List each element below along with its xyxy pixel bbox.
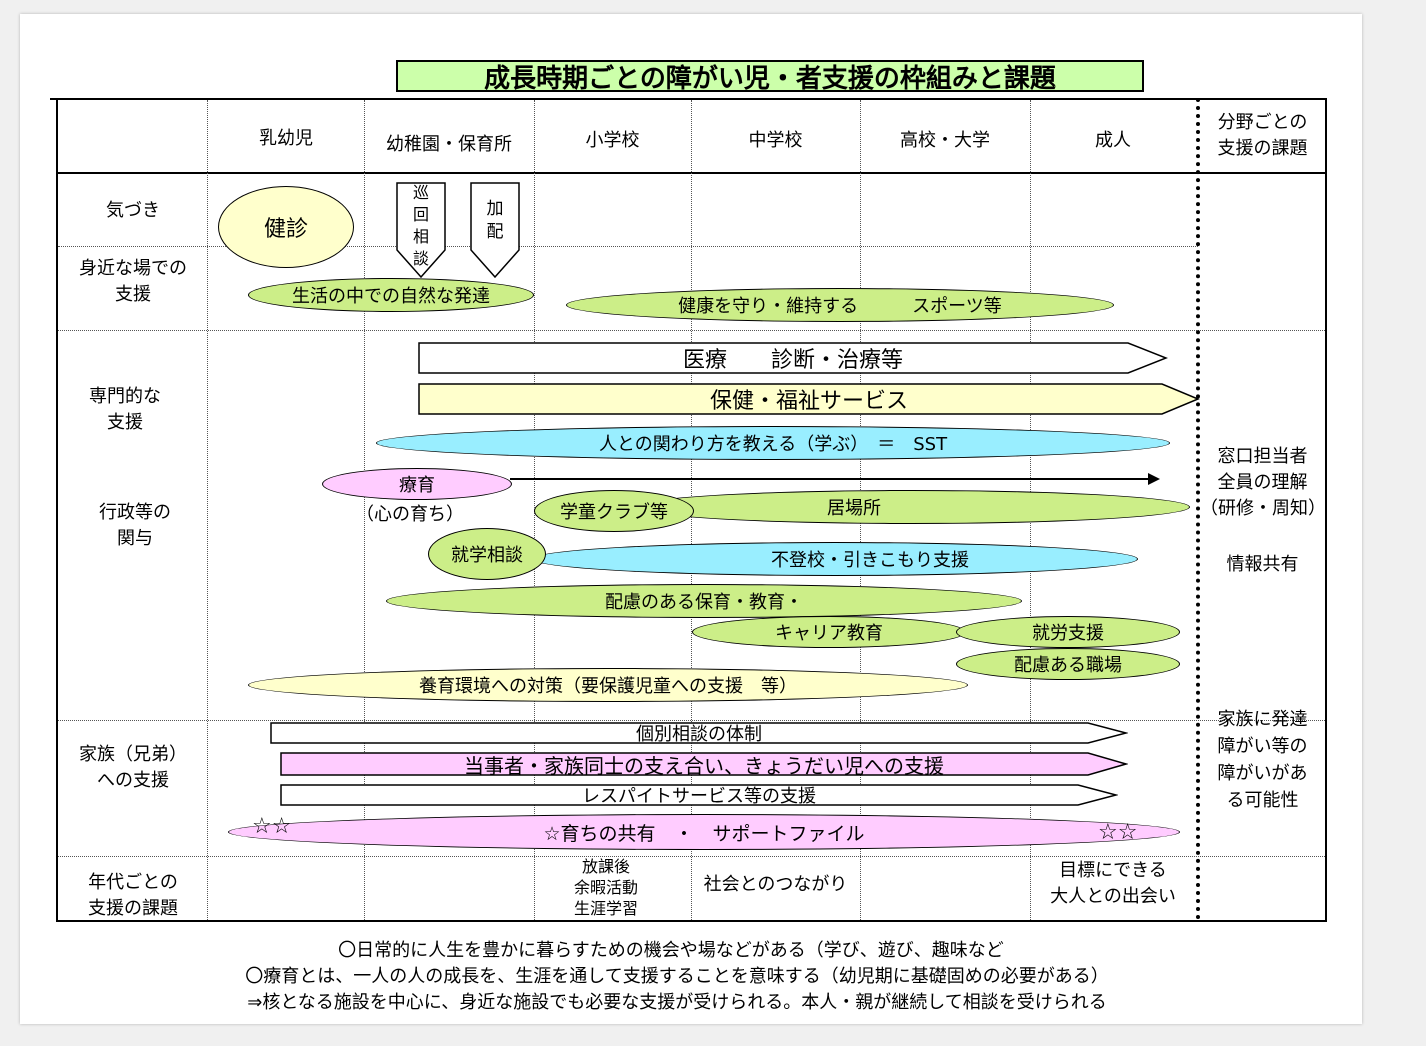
individual-consultation-arrow: 個別相談の体制: [270, 722, 1128, 745]
stage-header-kindergarten: 幼稚園・保育所: [386, 134, 512, 155]
note-line-3: ⇒核となる施設を中心に、身近な施設でも必要な支援が受けられる。本人・親が継続して…: [247, 992, 1107, 1013]
welfare-arrow: 保健・福祉サービス: [418, 383, 1200, 415]
welfare-label: 保健・福祉サービス: [709, 389, 908, 414]
top-border: [50, 98, 1327, 100]
side-header: 分野ごとの支援の課題: [1217, 112, 1308, 159]
note-line-2: 〇療育とは、一人の人の成長を、生涯を通して支援することを意味する（幼児期に基礎固…: [245, 966, 1109, 987]
row-label-awareness: 気づき: [106, 200, 160, 221]
stage-header-infant: 乳幼児: [259, 128, 313, 149]
career-education-ellipse: キャリア教育: [692, 616, 966, 648]
thick-dotted-divider: [1196, 98, 1200, 920]
staff-understanding-note: 窓口担当者全員の理解（研修・周知）: [1200, 446, 1326, 519]
support-file-ellipse: ☆育ちの共有 ・ サポートファイル: [228, 814, 1180, 850]
task-elementary: 放課後余暇活動生涯学習: [573, 857, 638, 918]
ryoiku-subtext: （心の育ち）: [356, 504, 464, 525]
natural-growth-ellipse: 生活の中での自然な発達: [248, 278, 534, 312]
mutual-support-arrow: 当事者・家族同士の支え合い、きょうだい児への支援: [280, 752, 1128, 778]
considerate-workplace-ellipse: 配慮ある職場: [956, 648, 1180, 680]
right-border: [1325, 98, 1327, 920]
stars-left: ☆☆: [252, 814, 292, 839]
stars-right: ☆☆: [1098, 820, 1138, 845]
mutual-support-label: 当事者・家族同士の支え合い、きょうだい児への支援: [464, 753, 944, 778]
stage-header-junior-high: 中学校: [748, 130, 803, 151]
column-divider: [207, 100, 208, 920]
ibasho-ellipse: 居場所: [634, 490, 1190, 524]
ryoiku-ellipse: 療育: [322, 468, 512, 500]
note-line-1: 〇日常的に人生を豊かに暮らすための機会や場などがある（学び、遊び、趣味など: [338, 940, 1004, 961]
diagram-title: 成長時期ごとの障がい児・者支援の枠組みと課題: [396, 60, 1144, 94]
additional-staff-arrow: 加配: [470, 182, 520, 278]
left-border: [56, 98, 58, 920]
sst-ellipse: 人との関わり方を教える（学ぶ） ＝ SST: [376, 426, 1170, 460]
medical-label: 医療 診断・治療等: [682, 348, 903, 373]
bottom-border: [56, 920, 1327, 922]
stage-header-elementary: 小学校: [585, 130, 640, 151]
ryoiku-arrow-line: [510, 478, 1150, 480]
task-junior-high: 社会とのつながり: [703, 874, 848, 895]
itinerant-consultation-arrow: 巡回相談: [396, 182, 446, 278]
after-school-club-ellipse: 学童クラブ等: [534, 490, 694, 532]
employment-support-ellipse: 就労支援: [956, 616, 1180, 648]
row-label-specialized-support: 専門的な支援: [89, 386, 161, 433]
row-label-family-support: 家族（兄弟）への支援: [79, 744, 187, 791]
medical-arrow: 医療 診断・治療等: [418, 342, 1168, 374]
child-rearing-ellipse: 養育環境への対策（要保護児童への支援 等）: [248, 668, 968, 702]
row-label-administrative: 行政等の関与: [99, 502, 171, 549]
health-sports-ellipse: 健康を守り・維持する スポーツ等: [566, 288, 1114, 322]
futoko-ellipse: 不登校・引きこもり支援: [532, 542, 1138, 576]
task-adult: 目標にできる大人との出会い: [1050, 860, 1176, 907]
row-divider: [58, 246, 1198, 247]
column-divider: [364, 100, 365, 920]
family-possibility-note: 家族に発達障がい等の障がいがある可能性: [1217, 709, 1308, 811]
respite-service-arrow: レスパイトサービス等の支援: [280, 784, 1118, 807]
row-label-age-tasks: 年代ごとの支援の課題: [88, 872, 178, 919]
school-consultation-ellipse: 就学相談: [428, 528, 546, 580]
ryoiku-arrow-head: [1148, 473, 1160, 485]
row-label-nearby-support: 身近な場での支援: [79, 258, 187, 305]
respite-service-label: レスパイトサービス等の支援: [582, 786, 816, 807]
health-checkup-ellipse: 健診: [218, 186, 354, 268]
individual-consultation-label: 個別相談の体制: [636, 724, 762, 745]
stage-header-adult: 成人: [1095, 130, 1131, 151]
considerate-education-ellipse: 配慮のある保育・教育・: [386, 584, 1022, 618]
stage-header-high-school: 高校・大学: [900, 130, 990, 151]
slide: 成長時期ごとの障がい児・者支援の枠組みと課題 乳幼児 幼稚園・保育所 小学校 中…: [20, 14, 1362, 1024]
info-sharing-note: 情報共有: [1226, 554, 1299, 575]
